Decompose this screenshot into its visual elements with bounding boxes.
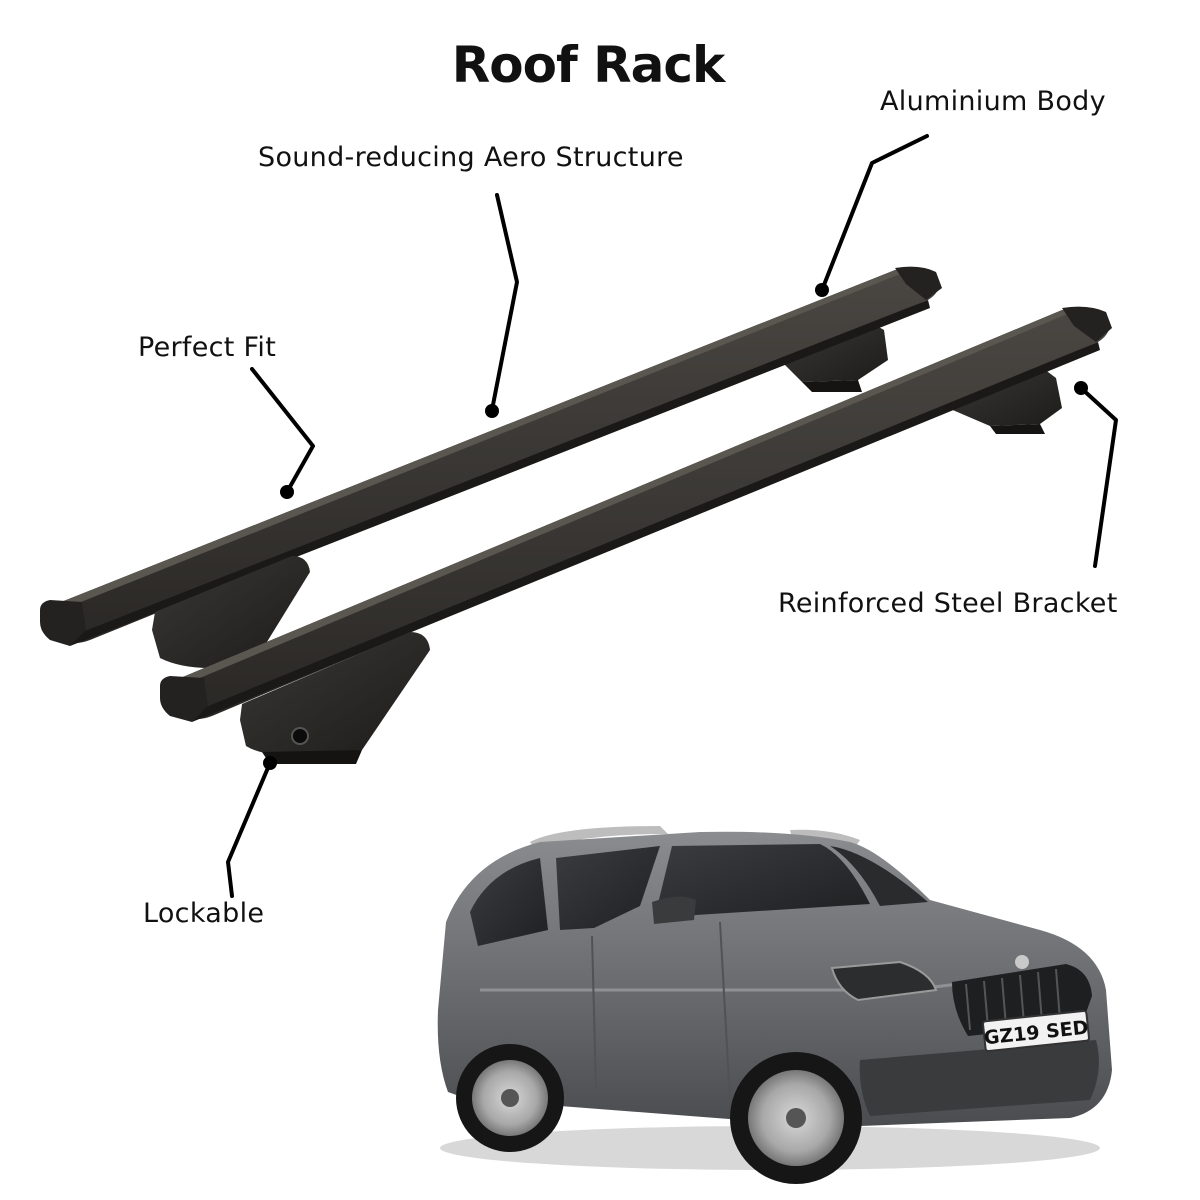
leader-perfect-fit (250, 367, 315, 494)
label-aluminium-body: Aluminium Body (880, 86, 1106, 117)
car-badge-icon (1015, 955, 1029, 969)
leader-aero (490, 193, 519, 412)
label-steel-bracket: Reinforced Steel Bracket (778, 588, 1118, 619)
front-bar-rear-foot (948, 366, 1062, 434)
page-title: Roof Rack (451, 36, 726, 94)
car-rear-wheel (456, 1044, 564, 1152)
lock-cylinder-icon (291, 727, 309, 745)
front-bar-front-foot (240, 632, 430, 764)
dot-aluminium (815, 283, 829, 297)
leader-aluminium (820, 134, 929, 292)
leader-lines (226, 134, 1118, 898)
dot-aero (485, 404, 499, 418)
label-perfect-fit: Perfect Fit (138, 332, 277, 363)
dot-lockable (263, 756, 277, 770)
leader-dots (263, 283, 1088, 770)
dot-perfect-fit (280, 485, 294, 499)
car-illustration: GZ19 SED (437, 826, 1112, 1184)
leader-steel-bracket (1079, 386, 1118, 568)
back-bar (40, 266, 942, 646)
leader-lockable (226, 761, 272, 898)
car-front-wheel (730, 1052, 862, 1184)
dot-steel-bracket (1074, 381, 1088, 395)
label-aero-structure: Sound-reducing Aero Structure (258, 142, 684, 173)
front-bar (160, 306, 1112, 722)
back-bar-rear-foot (778, 322, 888, 392)
label-lockable: Lockable (143, 898, 265, 929)
